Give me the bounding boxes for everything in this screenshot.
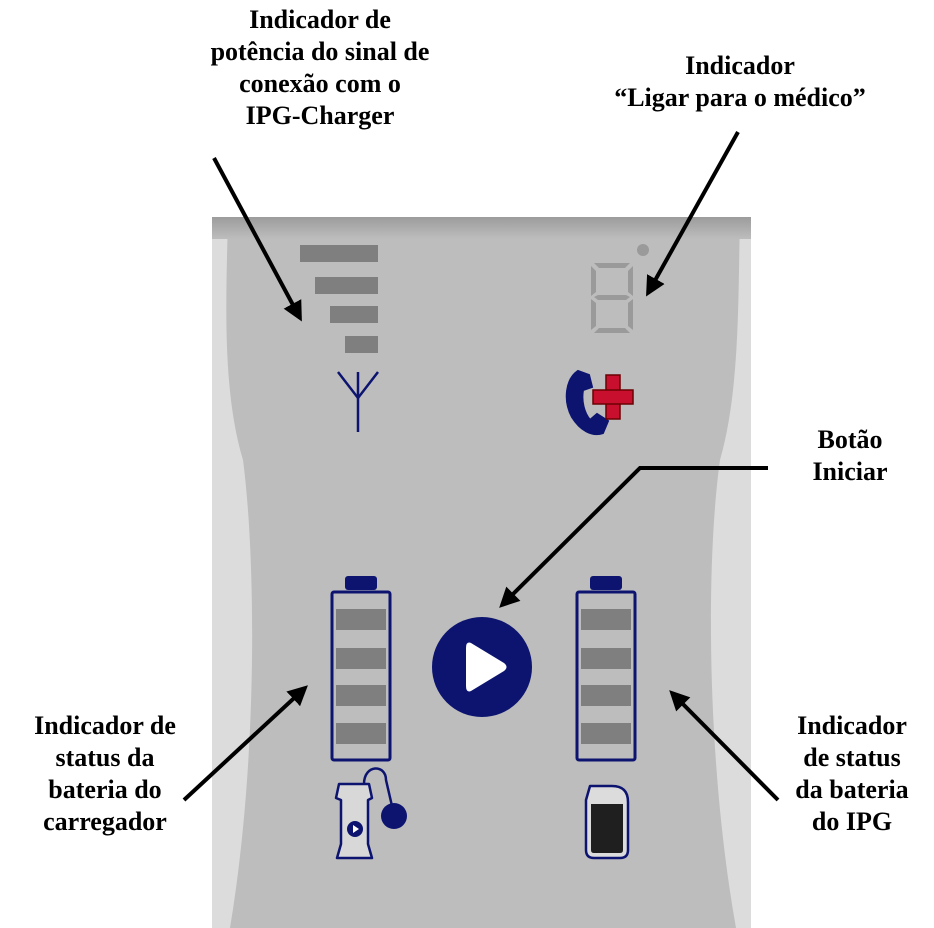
start-button[interactable]	[432, 617, 532, 717]
ipg-battery-indicator	[575, 576, 637, 762]
charger-battery-segment-3	[336, 648, 386, 669]
label-charger-line-3: bateria do	[48, 775, 162, 804]
charger-battery-segment-2	[336, 685, 386, 706]
signal-bar-2	[330, 306, 378, 323]
signal-bar-1	[345, 336, 378, 353]
label-start-button: Botão Iniciar	[770, 424, 930, 488]
label-signal-line-1: Indicador de	[249, 5, 391, 34]
label-signal-strength: Indicador de potência do sinal de conexã…	[200, 4, 440, 132]
label-call-doctor: Indicador “Ligar para o médico”	[560, 50, 920, 114]
label-start-line-1: Botão	[817, 425, 883, 454]
arrow-start	[499, 466, 768, 608]
charger-battery-segment-4	[336, 609, 386, 630]
charger-battery-indicator	[330, 576, 392, 762]
call-doctor-digit-display	[591, 263, 633, 333]
signal-bar-3	[315, 277, 378, 294]
ipg-battery-segment-4	[581, 609, 631, 630]
label-charger-line-1: Indicador de	[34, 711, 176, 740]
ipg-battery-segment-2	[581, 685, 631, 706]
digit-decimal-dot	[637, 244, 649, 256]
ipg-implant-icon	[584, 784, 630, 860]
label-call-doctor-line-1: Indicador	[685, 51, 795, 80]
label-charger-line-2: status da	[55, 743, 155, 772]
arrow-ipg-battery	[669, 690, 780, 802]
label-signal-line-2: potência do sinal de	[210, 37, 430, 66]
callout-arrows	[182, 131, 780, 802]
label-charger-battery: Indicador de status da bateria do carreg…	[0, 710, 210, 838]
label-ipg-battery: Indicador de status da bateria do IPG	[770, 710, 934, 838]
antenna-icon	[337, 371, 379, 432]
label-ipg-line-1: Indicador	[797, 711, 907, 740]
label-signal-line-4: IPG-Charger	[245, 101, 395, 130]
label-start-line-2: Iniciar	[812, 457, 888, 486]
ipg-battery-segment-3	[581, 648, 631, 669]
charger-icon	[334, 767, 407, 860]
signal-strength-indicator	[300, 245, 378, 353]
play-icon	[466, 642, 507, 692]
arrow-signal	[212, 157, 302, 322]
charger-battery-segment-1	[336, 723, 386, 744]
label-signal-line-3: conexão com o	[239, 69, 401, 98]
phone-doctor-icon	[565, 369, 634, 436]
signal-bar-4	[300, 245, 378, 262]
label-ipg-line-2: de status	[803, 743, 901, 772]
ipg-battery-segment-1	[581, 723, 631, 744]
label-call-doctor-line-2: “Ligar para o médico”	[614, 83, 866, 112]
device-face-panel	[226, 217, 740, 928]
arrow-charger-battery	[182, 685, 308, 802]
arrow-call-doctor	[646, 131, 740, 297]
label-ipg-line-4: do IPG	[811, 807, 893, 836]
label-charger-line-4: carregador	[43, 807, 167, 836]
label-ipg-line-3: da bateria	[795, 775, 909, 804]
device-top-shadow	[212, 217, 751, 239]
